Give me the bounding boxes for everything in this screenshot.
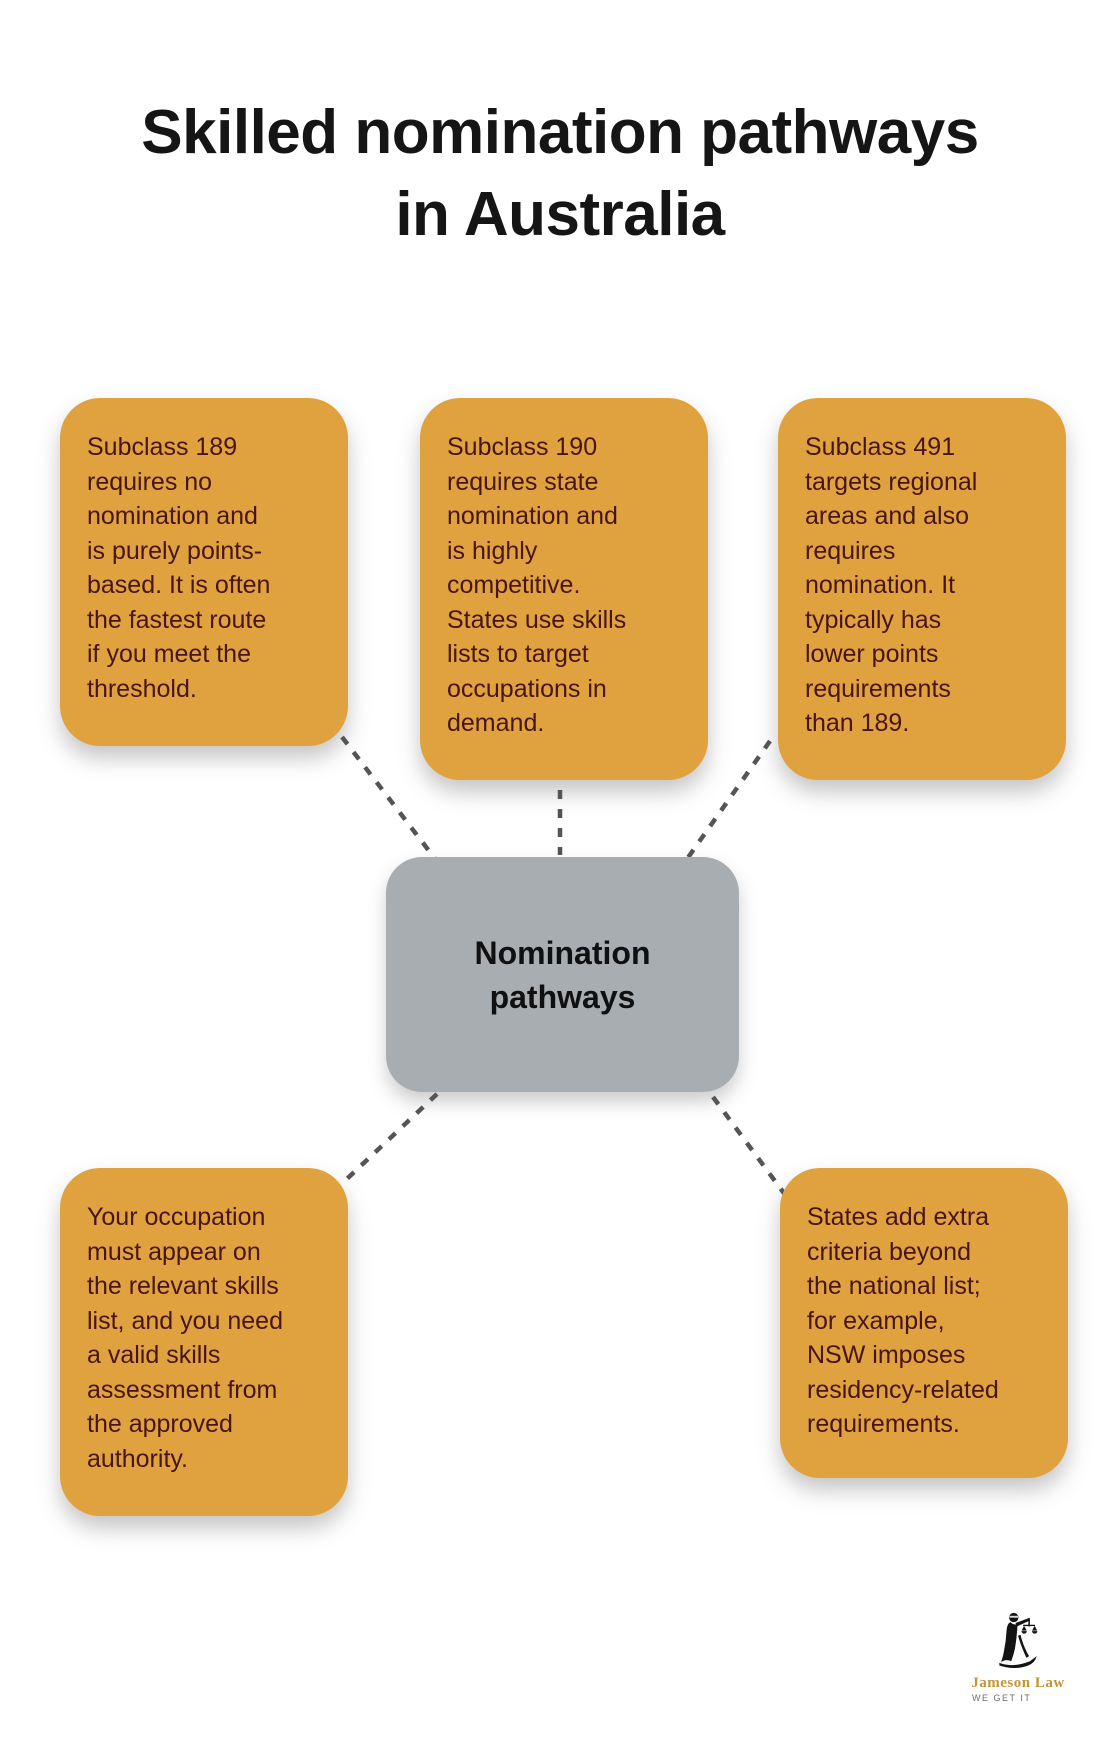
node-state-criteria: States add extra criteria beyond the nat… <box>780 1168 1068 1478</box>
logo-tagline: WE GET IT <box>972 1693 1032 1703</box>
lady-justice-icon <box>992 1612 1044 1673</box>
connector-189-to-center <box>340 735 438 862</box>
node-occupation-skills: Your occupation must appear on the relev… <box>60 1168 348 1516</box>
logo-name: Jameson Law <box>971 1675 1065 1691</box>
node-subclass-190: Subclass 190 requires state nomination a… <box>420 398 708 780</box>
connector-center-to-occupation <box>331 1092 439 1194</box>
node-subclass-491: Subclass 491 targets regional areas and … <box>778 398 1066 780</box>
center-node-nomination-pathways: Nomination pathways <box>386 857 739 1092</box>
jameson-law-logo: Jameson Law WE GET IT <box>958 1612 1078 1703</box>
node-subclass-189: Subclass 189 requires no nomination and … <box>60 398 348 746</box>
connector-center-to-states <box>711 1095 788 1198</box>
page-title: Skilled nomination pathways in Australia <box>141 98 979 249</box>
